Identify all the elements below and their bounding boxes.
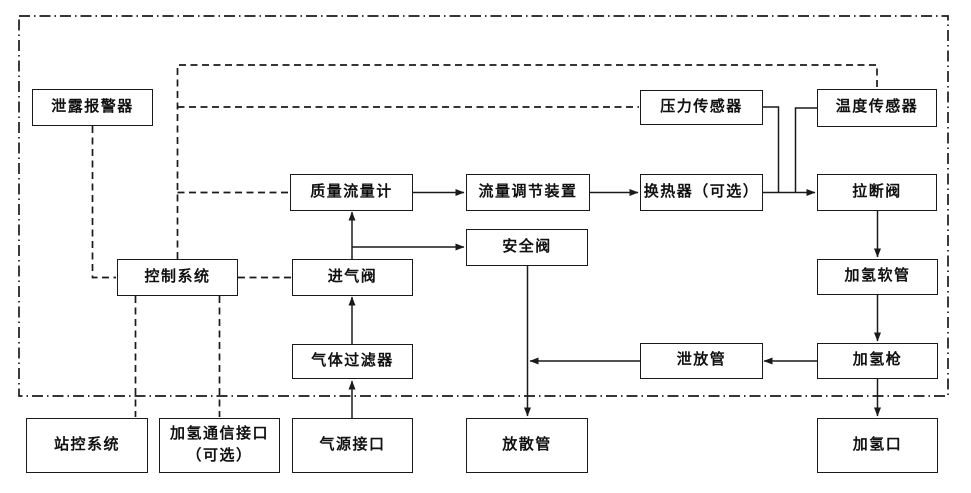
node-intake-valve-label: 进气阀: [327, 268, 378, 285]
node-pressure-sensor-label: 压力传感器: [660, 98, 743, 115]
node-comm-interface-label-line1: 加氢通信接口: [169, 425, 269, 442]
node-heat-exchanger: 换热器（可选）: [640, 174, 763, 211]
node-hydrogen-fill-port-label: 加氢口: [852, 436, 903, 453]
node-gas-filter-label: 气体过滤器: [311, 352, 394, 369]
node-safety-valve: 安全阀: [466, 229, 588, 266]
system-boundary: [18, 15, 949, 397]
node-flow-regulator-label: 流量调节装置: [478, 183, 578, 200]
node-mass-flow-meter-label: 质量流量计: [310, 183, 393, 200]
connector-temperature-sensor-tap: [794, 107, 817, 192]
node-temperature-sensor-label: 温度传感器: [835, 99, 919, 116]
node-leak-alarm-label: 泄露报警器: [51, 98, 134, 115]
node-comm-interface-label-line2: （可选）: [186, 447, 253, 464]
node-breakaway-valve-label: 拉断阀: [852, 183, 902, 200]
node-hydrogen-nozzle-label: 加氢枪: [852, 352, 903, 369]
node-gas-source-port: 气源接口: [292, 418, 413, 473]
node-heat-exchanger-label: 换热器（可选）: [643, 183, 760, 200]
node-hydrogen-fill-port: 加氢口: [817, 418, 938, 473]
node-gas-source-port-label: 气源接口: [319, 436, 386, 453]
node-intake-valve: 进气阀: [292, 259, 413, 296]
node-discharge-pipe: 放散管: [466, 418, 588, 473]
node-vent-pipe: 泄放管: [640, 343, 763, 379]
node-flow-regulator: 流量调节装置: [466, 174, 590, 211]
node-mass-flow-meter: 质量流量计: [290, 174, 413, 211]
node-pressure-sensor: 压力传感器: [640, 90, 763, 125]
node-vent-pipe-label: 泄放管: [676, 352, 727, 369]
node-breakaway-valve: 拉断阀: [817, 174, 937, 211]
node-control-system-label: 控制系统: [144, 268, 211, 285]
connector-pressure-sensor-tap: [763, 106, 780, 192]
node-temperature-sensor: 温度传感器: [817, 89, 937, 127]
connector-control-bus-to-temperature-sensor: [176, 64, 878, 259]
connector-leak-alarm-to-control-system: [91, 126, 116, 279]
node-station-control: 站控系统: [26, 418, 148, 473]
node-comm-interface: 加氢通信接口 （可选）: [159, 418, 280, 473]
node-discharge-pipe-label: 放散管: [502, 436, 552, 453]
node-hydrogen-nozzle: 加氢枪: [817, 343, 938, 379]
node-safety-valve-label: 安全阀: [502, 238, 552, 255]
node-hydrogen-hose: 加氢软管: [817, 259, 938, 295]
node-gas-filter: 气体过滤器: [292, 344, 413, 379]
node-hydrogen-hose-label: 加氢软管: [844, 268, 911, 285]
node-control-system: 控制系统: [117, 259, 238, 296]
node-leak-alarm: 泄露报警器: [32, 89, 153, 126]
node-station-control-label: 站控系统: [53, 436, 120, 453]
